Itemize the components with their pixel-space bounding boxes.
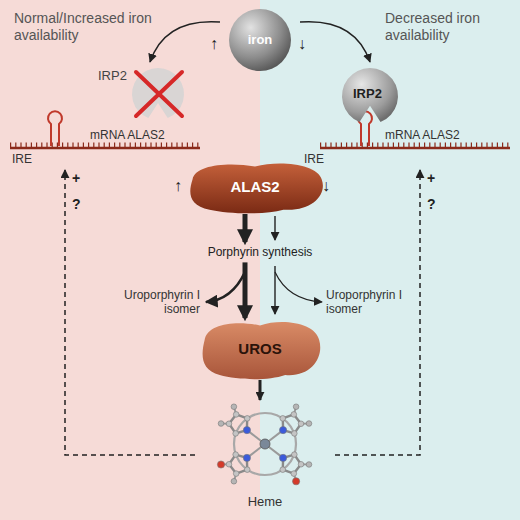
nitrogen-atom bbox=[243, 426, 250, 433]
carbon-atom bbox=[291, 471, 297, 477]
connector bbox=[260, 380, 261, 400]
connector bbox=[150, 22, 220, 62]
irp2-protein: IRP2 bbox=[98, 62, 188, 124]
irp2-shape bbox=[132, 68, 184, 118]
cross-mark bbox=[136, 72, 182, 116]
connector bbox=[300, 22, 370, 62]
change-arrow: ↑ bbox=[210, 34, 218, 53]
side-arrow bbox=[275, 272, 322, 302]
carbon-atom bbox=[226, 421, 232, 427]
mrna-ticks bbox=[10, 143, 200, 148]
carbon-atom bbox=[233, 452, 239, 458]
node-label: mRNA ALAS2 bbox=[90, 128, 165, 142]
node-label: iron bbox=[220, 32, 300, 48]
carbon-atom bbox=[293, 404, 299, 410]
porphyrin-ring bbox=[234, 413, 296, 475]
carbon-atom bbox=[306, 462, 312, 468]
carbon-atom bbox=[233, 471, 239, 477]
side-arrow bbox=[206, 272, 245, 302]
carbon-atom bbox=[306, 421, 312, 427]
iron-atom bbox=[260, 439, 270, 449]
connector-line bbox=[243, 262, 248, 318]
nitrogen-atom bbox=[243, 454, 250, 461]
carbon-atom bbox=[218, 421, 224, 427]
mrna-strand: mRNA ALAS2IRE bbox=[298, 100, 513, 170]
mrna-strand: mRNA ALAS2IRE bbox=[8, 100, 220, 170]
node-label: mRNA ALAS2 bbox=[385, 128, 460, 142]
oxygen-atom bbox=[292, 478, 299, 485]
connector-line bbox=[243, 214, 248, 242]
iron-sphere: iron bbox=[220, 8, 300, 72]
thin-arrow bbox=[274, 216, 275, 240]
uros-enzyme: UROS bbox=[197, 318, 323, 380]
mrna-line bbox=[320, 147, 510, 149]
effect-sign: + bbox=[427, 170, 435, 187]
carbon-atom bbox=[244, 467, 250, 473]
right-panel bbox=[260, 0, 520, 520]
node-label: IRE bbox=[304, 152, 324, 166]
alas2-enzyme: ALAS2 bbox=[184, 160, 326, 214]
node-label: IRP2 bbox=[98, 68, 127, 84]
carbon-atom bbox=[298, 421, 304, 427]
change-arrow: ↓ bbox=[298, 34, 306, 53]
connector-line bbox=[259, 380, 262, 400]
irp2-protein: IRP2 bbox=[330, 62, 410, 128]
carbon-atom bbox=[292, 452, 298, 458]
node-art bbox=[195, 400, 335, 492]
carbon-atom bbox=[231, 478, 237, 484]
node-label: IRE bbox=[12, 152, 32, 166]
nitrogen-atom bbox=[279, 454, 286, 461]
connector-line bbox=[150, 22, 220, 62]
panel-title: Decreased iron availability bbox=[385, 10, 505, 44]
left-panel bbox=[0, 0, 260, 520]
carbon-atom bbox=[244, 416, 250, 422]
connector-line bbox=[300, 22, 370, 62]
carbon-atom bbox=[233, 431, 239, 437]
carbon-atom bbox=[298, 461, 304, 467]
carbon-atom bbox=[233, 412, 239, 418]
edge-label: Porphyrin synthesis bbox=[180, 245, 340, 259]
ire-hairpin bbox=[358, 111, 372, 146]
node-label: IRP2 bbox=[353, 86, 382, 102]
carbon-atom bbox=[226, 461, 232, 467]
node-label: Heme bbox=[195, 494, 335, 510]
edge-label: ? bbox=[72, 196, 81, 213]
nitrogen-atom bbox=[279, 426, 286, 433]
change-arrow: ↑ bbox=[174, 176, 182, 195]
carbon-atom bbox=[280, 416, 286, 422]
edge-label: ? bbox=[427, 196, 436, 213]
carbon-atom bbox=[280, 467, 286, 473]
carbon-atom bbox=[291, 412, 297, 418]
panel-title: Normal/Increased iron availability bbox=[14, 10, 154, 44]
carbon-atom bbox=[292, 431, 298, 437]
mrna-line bbox=[10, 147, 200, 149]
node-label: ALAS2 bbox=[184, 178, 326, 196]
byproduct-label: Uroporphyrin I isomer bbox=[108, 288, 200, 317]
ire-hairpin bbox=[48, 111, 62, 146]
cross-mark bbox=[136, 72, 182, 116]
byproduct-label: Uroporphyrin I isomer bbox=[326, 288, 412, 317]
change-arrow: ↓ bbox=[322, 176, 330, 195]
connector bbox=[245, 214, 246, 318]
mrna-ticks bbox=[320, 143, 510, 148]
carbon-atom bbox=[231, 404, 237, 410]
oxygen-atom bbox=[217, 461, 224, 468]
node-label: UROS bbox=[197, 340, 323, 358]
effect-sign: + bbox=[72, 170, 80, 187]
heme-molecule: Heme bbox=[195, 400, 335, 512]
